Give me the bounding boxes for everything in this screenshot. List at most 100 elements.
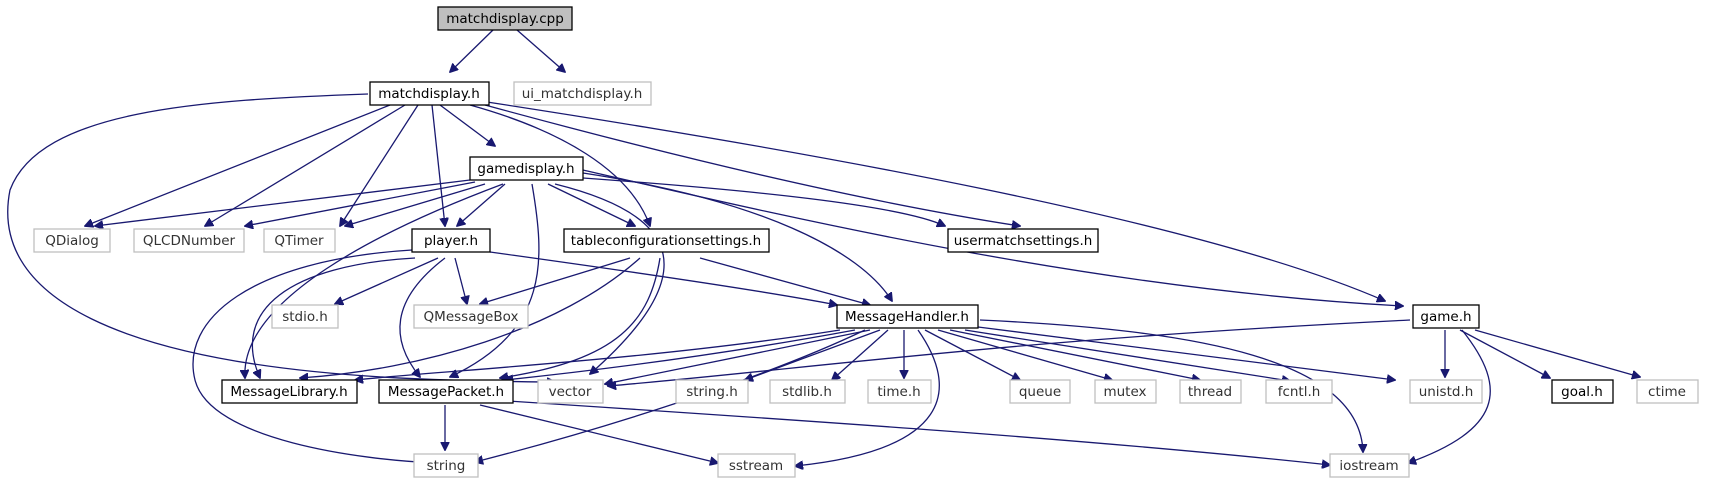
node-label: MessagePacket.h: [388, 384, 504, 400]
edge-gamedisplay-to-qtimer: [345, 183, 486, 226]
node-usermatchsettings-h[interactable]: usermatchsettings.h: [947, 228, 1099, 253]
node-qtimer[interactable]: QTimer: [263, 228, 336, 253]
node-label: QDialog: [45, 233, 99, 249]
node-label: goal.h: [1561, 384, 1603, 400]
edge-cpp-to-matchdisplay-h: [450, 29, 494, 72]
edge-mp-to-sstream: [479, 404, 718, 463]
edge-gamedisplay-to-messagelibrary: [245, 183, 504, 378]
edge-mh-to-sstream: [795, 329, 940, 466]
node-matchdisplay-cpp[interactable]: matchdisplay.cpp: [437, 6, 573, 31]
node-label: mutex: [1103, 384, 1146, 400]
node-label: sstream: [729, 458, 783, 474]
node-messagelibrary-h[interactable]: MessageLibrary.h: [221, 379, 358, 404]
node-iostream[interactable]: iostream: [1329, 453, 1410, 478]
edge-tablecfg-to-qmessagebox: [480, 257, 631, 304]
edge-player-to-messagelibrary: [251, 257, 416, 378]
node-mutex[interactable]: mutex: [1094, 379, 1157, 404]
node-label: QMessageBox: [424, 309, 519, 325]
edge-game-to-ctime: [1474, 329, 1640, 377]
node-label: unistd.h: [1419, 384, 1474, 400]
node-label: player.h: [424, 233, 478, 249]
node-label: string.h: [686, 384, 738, 400]
node-label: stdio.h: [282, 309, 328, 325]
edge-game-to-goal: [1459, 329, 1550, 378]
edge-matchdisplay-to-qdialog: [85, 104, 391, 226]
node-qdialog[interactable]: QDialog: [33, 228, 111, 253]
node-player-h[interactable]: player.h: [411, 228, 491, 253]
node-vector[interactable]: vector: [537, 379, 604, 404]
node-label: matchdisplay.cpp: [446, 11, 564, 27]
node-ui-matchdisplay-h[interactable]: ui_matchdisplay.h: [513, 81, 652, 106]
edge-mh-to-mutex: [937, 329, 1112, 380]
edge-mp-to-iostream: [492, 399, 1330, 465]
edge-gamedisplay-to-vector: [554, 183, 665, 374]
node-label: stdlib.h: [782, 384, 832, 400]
edge-tablecfg-to-messagehandler: [699, 257, 870, 305]
edge-gamedisplay-to-qlcdnumber: [245, 181, 476, 226]
node-qlcdnumber[interactable]: QLCDNumber: [133, 228, 245, 253]
node-ctime[interactable]: ctime: [1636, 379, 1699, 404]
edge-mh-to-queue: [924, 329, 1020, 380]
node-string-h[interactable]: string.h: [675, 379, 749, 404]
node-label: tableconfigurationsettings.h: [571, 233, 761, 249]
edge-game-to-vector: [608, 319, 1411, 386]
edge-player-to-stdio: [335, 257, 439, 304]
node-matchdisplay-h[interactable]: matchdisplay.h: [369, 81, 490, 106]
edge-gamedisplay-to-player: [457, 183, 506, 226]
node-gamedisplay-h[interactable]: gamedisplay.h: [469, 156, 584, 181]
node-unistd-h[interactable]: unistd.h: [1409, 379, 1483, 404]
edge-mh-to-messagelibrary: [355, 329, 841, 380]
nodes: matchdisplay.cpp matchdisplay.h ui_match…: [33, 6, 1699, 478]
node-label: MessageHandler.h: [845, 309, 969, 325]
node-label: queue: [1019, 384, 1061, 400]
node-time-h[interactable]: time.h: [867, 379, 932, 404]
edge-cpp-to-ui-matchdisplay-h: [516, 29, 565, 72]
node-string[interactable]: string: [413, 453, 479, 478]
node-label: gamedisplay.h: [477, 161, 574, 177]
edge-player-to-string: [192, 249, 437, 463]
node-label: ui_matchdisplay.h: [522, 86, 643, 102]
edge-mh-to-stdlib-h: [832, 329, 889, 380]
edge-mh-to-vector: [605, 329, 871, 384]
edge-gamedisplay-to-usermatch: [582, 177, 945, 226]
edge-mh-to-iostream: [979, 319, 1363, 452]
node-fcntl-h[interactable]: fcntl.h: [1265, 379, 1333, 404]
node-game-h[interactable]: game.h: [1412, 304, 1480, 329]
node-label: matchdisplay.h: [378, 86, 480, 102]
edge-tablecfg-to-messagepacket: [500, 257, 661, 378]
node-sstream[interactable]: sstream: [717, 453, 796, 478]
node-stdio-h[interactable]: stdio.h: [271, 304, 339, 329]
node-label: ctime: [1648, 384, 1686, 400]
edge-mh-to-messagepacket: [505, 329, 856, 380]
node-label: fcntl.h: [1278, 384, 1321, 400]
node-label: string: [427, 458, 466, 474]
edge-game-to-iostream: [1408, 329, 1491, 463]
node-label: thread: [1188, 384, 1232, 400]
node-label: game.h: [1420, 309, 1471, 325]
edge-player-to-messagehandler: [489, 251, 837, 305]
edge-player-to-messagepacket: [399, 257, 446, 377]
node-label: iostream: [1339, 458, 1398, 474]
edge-matchdisplay-to-game: [486, 101, 1385, 301]
node-label: MessageLibrary.h: [230, 384, 347, 400]
edge-player-to-qmessagebox: [454, 257, 467, 304]
node-messagehandler-h[interactable]: MessageHandler.h: [836, 304, 979, 329]
node-thread[interactable]: thread: [1179, 379, 1242, 404]
node-label: QLCDNumber: [143, 233, 236, 249]
edge-mh-to-thread: [949, 329, 1200, 380]
node-queue[interactable]: queue: [1009, 379, 1071, 404]
edge-mh-to-unistd-h: [977, 326, 1395, 380]
edges: [7, 29, 1640, 466]
node-stdlib-h[interactable]: stdlib.h: [769, 379, 846, 404]
node-qmessagebox[interactable]: QMessageBox: [413, 304, 529, 329]
node-label: time.h: [877, 384, 920, 400]
edge-matchdisplay-to-usermatch: [484, 104, 1020, 226]
edge-gamedisplay-to-tablecfg: [547, 183, 635, 226]
edge-matchdisplay-to-tablecfg: [469, 104, 650, 226]
node-tableconfigurationsettings-h[interactable]: tableconfigurationsettings.h: [563, 228, 770, 253]
edge-matchdisplay-to-qlcdnumber: [205, 104, 406, 226]
node-messagepacket-h[interactable]: MessagePacket.h: [378, 379, 514, 404]
node-goal-h[interactable]: goal.h: [1551, 379, 1614, 404]
